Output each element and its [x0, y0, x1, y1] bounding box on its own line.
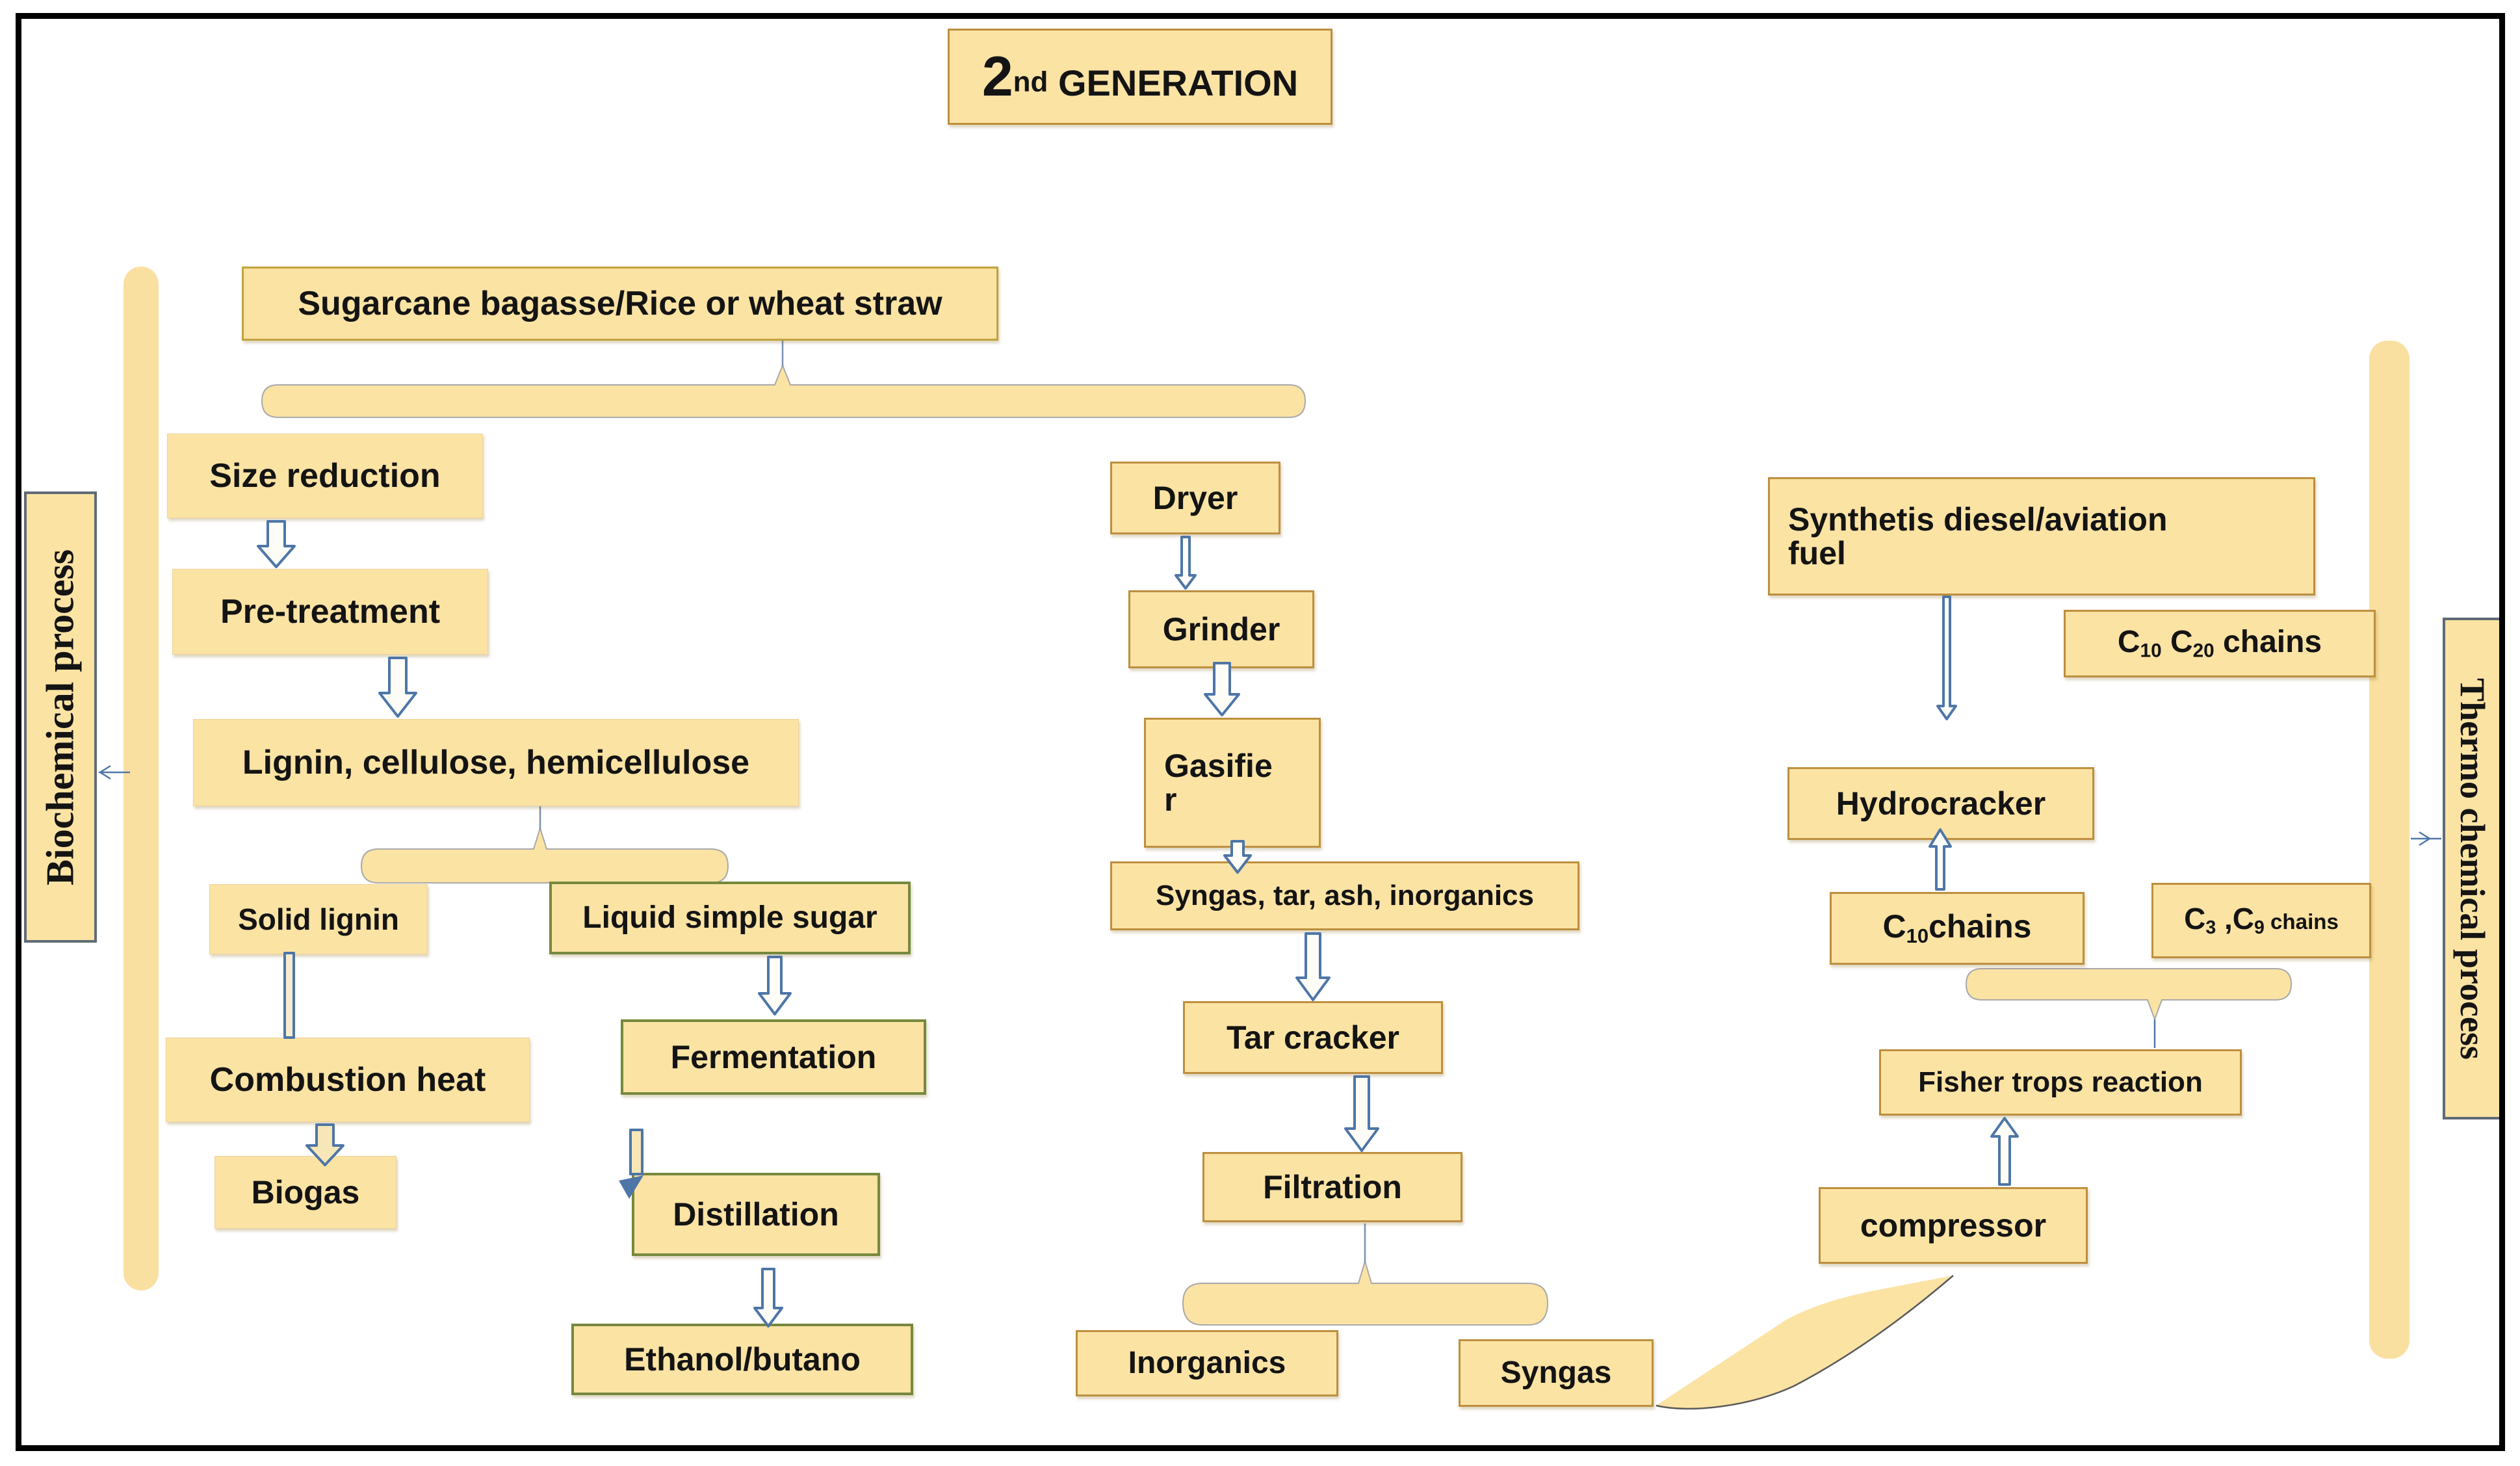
node-tar-cracker-label: Tar cracker	[1227, 1019, 1399, 1056]
node-grinder-label: Grinder	[1162, 610, 1280, 648]
node-hydrocracker: Hydrocracker	[1787, 767, 2094, 840]
node-synthetic-fuel-line1: Synthetis diesel/aviation	[1788, 501, 2168, 538]
arrow-fermentation-to-distillation-shaft	[629, 1129, 643, 1175]
node-ethanol-butano: Ethanol/butano	[571, 1324, 913, 1395]
node-fisher-trops-reaction: Fisher trops reaction	[1879, 1049, 2242, 1116]
node-filtration: Filtration	[1202, 1152, 1462, 1222]
node-compressor-label: compressor	[1860, 1207, 2047, 1244]
node-lignin: Lignin, cellulose, hemicellulose	[193, 719, 799, 806]
arrow-compressor-to-fisher	[1990, 1117, 2019, 1186]
syngas-to-compressor-leaf	[1656, 1276, 1953, 1409]
c10chains-rest: chains	[1929, 908, 2032, 945]
arrow-syngas-mix-to-tar-cracker	[1295, 932, 1331, 1001]
node-c10-c20-chains: C10 C20 chains	[2064, 610, 2376, 677]
node-size-reduction-label: Size reduction	[209, 456, 441, 495]
c3c9-s2: 9	[2254, 917, 2265, 939]
leaf-edge	[1656, 1275, 1954, 1410]
node-synthetic-fuel-line2: fuel	[1788, 535, 1846, 571]
node-grinder: Grinder	[1128, 590, 1314, 668]
c10c20-s2: 20	[2192, 640, 2215, 662]
arrow-dryer-to-grinder	[1175, 536, 1197, 590]
arrow-liquid-sugar-to-fermentation	[758, 956, 792, 1015]
node-pre-treatment: Pre-treatment	[172, 569, 488, 655]
arrow-distillation-to-ethanol	[753, 1268, 783, 1328]
node-fisher-trops-reaction-label: Fisher trops reaction	[1918, 1066, 2203, 1098]
node-biogas: Biogas	[214, 1156, 396, 1229]
node-distillation: Distillation	[632, 1173, 880, 1256]
thermo-chemical-process-label: Thermo chemical process	[2443, 618, 2502, 1119]
node-solid-lignin: Solid lignin	[209, 884, 428, 954]
node-inorganics: Inorganics	[1076, 1330, 1338, 1396]
node-c10-chains-label: C10chains	[1883, 910, 2032, 947]
c10c20-c2: C	[2161, 625, 2193, 660]
node-syngas: Syngas	[1459, 1339, 1654, 1407]
right-rail-bar	[2369, 341, 2410, 1359]
biochemical-process-label: Biochemical process	[24, 491, 97, 943]
node-tar-cracker: Tar cracker	[1183, 1001, 1443, 1074]
node-syngas-label: Syngas	[1500, 1355, 1612, 1390]
arrow-grinder-to-gasifier	[1204, 662, 1240, 716]
node-synthetic-fuel: Synthetis diesel/aviation fuel	[1768, 477, 2315, 596]
node-biogas-label: Biogas	[251, 1173, 360, 1211]
arrow-pretreatment-to-lignin	[378, 657, 417, 718]
node-c3-c9-chains: C3 ,C9 chains	[2151, 883, 2371, 958]
node-c3-c9-chains-label: C3 ,C9 chains	[2184, 903, 2339, 938]
node-liquid-simple-sugar-label: Liquid simple sugar	[582, 900, 877, 935]
filtration-split-brace	[1182, 1259, 1549, 1326]
node-solid-lignin-label: Solid lignin	[238, 902, 399, 936]
c10c20-rest: chains	[2214, 625, 2322, 660]
c10c20-c1: C	[2117, 625, 2140, 660]
title-number: 2	[981, 45, 1013, 108]
chains-merge-brace	[1965, 968, 2293, 1021]
c10chains-s1: 10	[1906, 924, 1929, 948]
left-rail-bar	[123, 267, 159, 1290]
node-dryer: Dryer	[1110, 462, 1280, 534]
title-text: 2nd GENERATION	[982, 47, 1298, 106]
c3c9-c1: C	[2184, 901, 2206, 936]
node-gasifier-line1: Gasifie	[1164, 747, 1273, 784]
node-fermentation: Fermentation	[621, 1019, 926, 1095]
node-syngas-mix-label: Syngas, tar, ash, inorganics	[1156, 879, 1534, 911]
node-sugarcane: Sugarcane bagasse/Rice or wheat straw	[242, 267, 998, 341]
node-syngas-mix: Syngas, tar, ash, inorganics	[1110, 861, 1579, 930]
node-gasifier-label: Gasifie r	[1164, 747, 1273, 818]
top-brace	[261, 363, 1306, 418]
node-c10-c20-chains-label: C10 C20 chains	[2117, 625, 2322, 662]
node-lignin-label: Lignin, cellulose, hemicellulose	[242, 743, 750, 781]
node-inorganics-label: Inorganics	[1128, 1345, 1286, 1380]
c10c20-s1: 10	[2140, 640, 2162, 662]
node-liquid-simple-sugar: Liquid simple sugar	[549, 882, 911, 954]
title-rest: GENERATION	[1048, 62, 1299, 103]
node-ethanol-butano-label: Ethanol/butano	[624, 1341, 861, 1378]
node-distillation-label: Distillation	[673, 1196, 839, 1233]
node-sugarcane-label: Sugarcane bagasse/Rice or wheat straw	[298, 284, 942, 322]
title-superscript: nd	[1013, 66, 1048, 98]
node-synthetic-fuel-label: Synthetis diesel/aviation fuel	[1788, 501, 2168, 571]
node-fermentation-label: Fermentation	[670, 1038, 877, 1075]
node-combustion-heat-label: Combustion heat	[209, 1060, 486, 1099]
node-combustion-heat: Combustion heat	[166, 1038, 530, 1122]
node-dryer-label: Dryer	[1152, 479, 1238, 516]
arrow-synthetic-fuel-down	[1936, 596, 1957, 720]
c3c9-mid: ,C	[2216, 901, 2254, 936]
node-filtration-label: Filtration	[1263, 1168, 1402, 1205]
title-box: 2nd GENERATION	[948, 29, 1332, 125]
c3c9-rest: chains	[2264, 910, 2339, 934]
node-pre-treatment-label: Pre-treatment	[220, 592, 441, 631]
node-compressor: compressor	[1819, 1187, 2088, 1264]
arrow-solid-lignin-to-combustion	[283, 952, 295, 1039]
node-gasifier-line2: r	[1164, 781, 1177, 818]
connector-thermo-label-to-rail	[2411, 831, 2441, 846]
arrow-size-reduction-to-pretreatment	[257, 520, 296, 568]
node-hydrocracker-label: Hydrocracker	[1836, 785, 2046, 822]
c10chains-c1: C	[1882, 908, 1906, 945]
arrow-tar-cracker-to-filtration	[1344, 1075, 1379, 1152]
lignin-split-brace	[360, 826, 729, 884]
node-size-reduction: Size reduction	[167, 434, 483, 518]
node-gasifier: Gasifie r	[1144, 718, 1321, 848]
node-c10-chains: C10chains	[1830, 892, 2085, 965]
c3c9-s1: 3	[2205, 917, 2216, 939]
